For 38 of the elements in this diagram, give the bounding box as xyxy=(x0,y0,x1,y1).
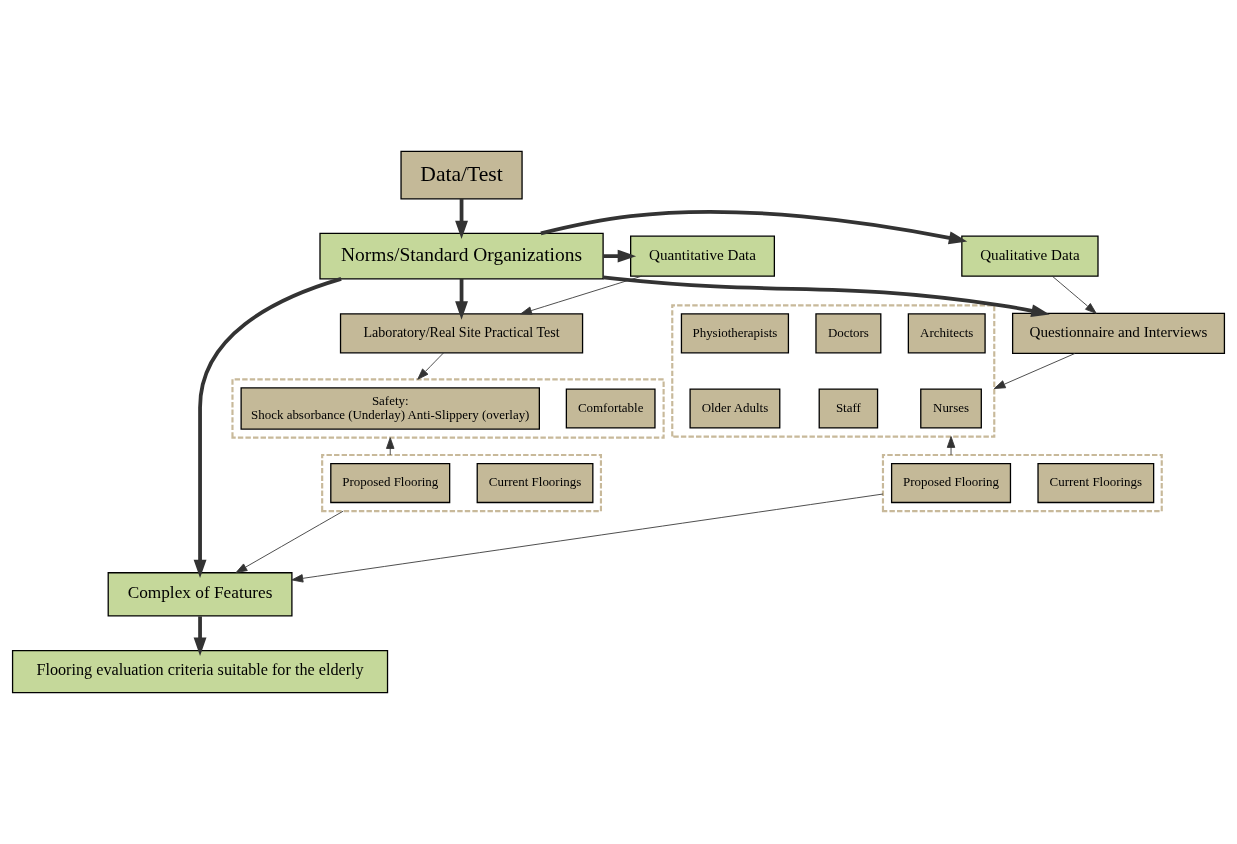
node-box: Laboratory/Real Site Practical Test xyxy=(339,313,584,354)
arrow xyxy=(603,249,637,263)
node-box: Norms/Standard Organizations xyxy=(319,232,604,280)
arrow xyxy=(993,353,1076,389)
node-box: Proposed Flooring xyxy=(890,462,1012,504)
arrow xyxy=(520,275,643,315)
arrow xyxy=(946,436,956,456)
cluster xyxy=(881,453,1163,513)
arrow xyxy=(235,510,344,574)
node-box: Proposed Flooring xyxy=(330,462,451,504)
node-box: Questionnaire and Interviews xyxy=(1012,312,1226,355)
node-box: Current Floorings xyxy=(476,462,594,504)
arrow xyxy=(455,199,468,240)
cluster xyxy=(671,304,996,438)
arrow xyxy=(417,352,444,380)
arrow xyxy=(291,493,884,583)
node-box: Safety: Shock absorbance (Underlay) Anti-Slippery (overlay) xyxy=(240,387,540,430)
node-box: Older Adults xyxy=(689,388,781,429)
node-box: Current Floorings xyxy=(1037,462,1155,504)
arrow xyxy=(540,210,968,245)
arrow xyxy=(1051,275,1097,314)
node-box: Doctors xyxy=(815,313,882,354)
arrow xyxy=(455,278,468,320)
arrow xyxy=(193,277,342,579)
node-box: Staff xyxy=(818,388,879,429)
node-box: Architects xyxy=(907,313,986,354)
cluster xyxy=(231,378,665,439)
node-box: Qualitative Data xyxy=(961,235,1099,277)
arrow xyxy=(193,616,207,656)
node-box: Comfortable xyxy=(565,388,656,429)
node-box: Quantitative Data xyxy=(630,235,775,277)
node-box: Complex of Features xyxy=(107,572,293,617)
node-box: Physiotherapists xyxy=(680,313,790,354)
node-box: Data/Test xyxy=(400,150,523,200)
node-box: Flooring evaluation criteria suitable for the elderly xyxy=(11,649,389,694)
node-box: Nurses xyxy=(920,388,982,429)
cluster xyxy=(321,453,603,513)
arrow xyxy=(602,275,1050,318)
